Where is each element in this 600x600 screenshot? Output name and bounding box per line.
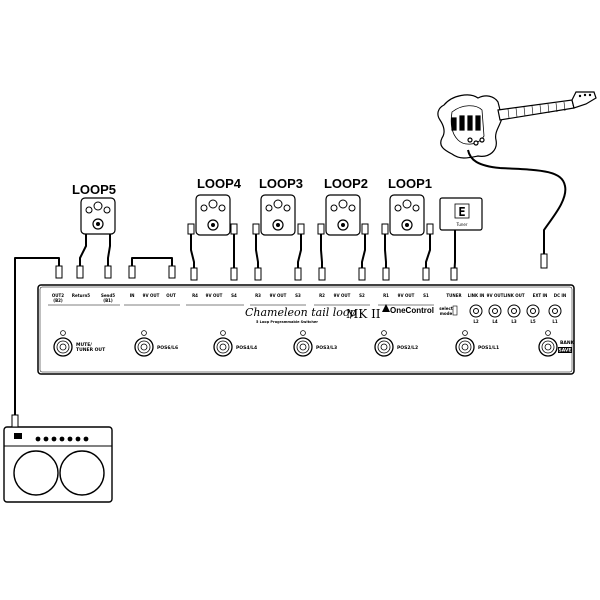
svg-text:LINK IN: LINK IN [468, 293, 485, 298]
footswitch-label-bank: BANK [560, 340, 575, 346]
svg-text:OneControl: OneControl [390, 306, 434, 315]
mode-select-label-2: mode [440, 311, 453, 316]
loop-title-2: LOOP2 [324, 176, 368, 191]
tuner-display: E [458, 205, 465, 219]
brand-subtitle: 5 Loop Programmable Switcher [256, 320, 318, 324]
svg-text:9V OUT: 9V OUT [334, 293, 351, 298]
footswitch-label-pos1: POS1/L1 [478, 345, 499, 351]
svg-text:DC IN: DC IN [554, 293, 566, 298]
footswitch-bank[interactable] [538, 337, 558, 357]
svg-text:Return5: Return5 [72, 293, 90, 298]
speaker-right [59, 450, 105, 496]
svg-text:R2: R2 [319, 293, 325, 298]
svg-text:9V OUT: 9V OUT [487, 293, 504, 298]
loop-title-4: LOOP4 [197, 176, 242, 191]
link-jacks [469, 304, 562, 318]
svg-text:S1: S1 [423, 293, 429, 298]
svg-text:L3: L3 [511, 319, 517, 324]
svg-text:R1: R1 [383, 293, 389, 298]
amp-knobs [35, 436, 89, 442]
svg-text:OUT2: OUT2 [52, 293, 64, 298]
svg-text:(B1): (B1) [103, 298, 113, 303]
footswitch-label-pos6: POS6/L6 [157, 345, 178, 351]
footswitch-label-mute-2: TUNER OUT [76, 347, 106, 353]
status-leds [60, 330, 551, 336]
effect-pedal-loop5 [80, 197, 116, 235]
effect-pedal-loop3 [260, 194, 296, 236]
electric-guitar-illustration [437, 91, 597, 159]
cable-plugs [11, 221, 548, 428]
footswitch-label-pos2: POS2/L2 [397, 345, 418, 351]
loop-titles: LOOP5 LOOP4 LOOP3 LOOP2 LOOP1 [72, 176, 432, 197]
amp-cable [14, 257, 60, 423]
footswitch-mute-tuner[interactable] [53, 337, 73, 357]
svg-text:L1: L1 [552, 319, 558, 324]
svg-text:R4: R4 [192, 293, 198, 298]
brand-model: MK II [346, 307, 381, 321]
loop-title-5: LOOP5 [72, 182, 116, 197]
tuner-pedal: E Tuner [439, 197, 483, 231]
svg-text:L4: L4 [492, 319, 498, 324]
svg-text:9V OUT: 9V OUT [206, 293, 223, 298]
jack-labels: OUT2 (B2) Return5 Send5 (B1) IN 9V OUT O… [52, 293, 566, 303]
footswitch-badge-save: SAVE [559, 348, 572, 354]
svg-text:TUNER: TUNER [446, 293, 461, 298]
svg-text:OUT: OUT [166, 293, 176, 298]
svg-text:Send5: Send5 [101, 293, 115, 298]
amplifier-illustration [3, 426, 113, 503]
svg-text:9V OUT: 9V OUT [270, 293, 287, 298]
guitar-cable [467, 149, 567, 262]
svg-text:S4: S4 [231, 293, 237, 298]
effect-pedal-loop1 [389, 194, 425, 236]
speaker-left [13, 450, 59, 496]
footswitch-pos1[interactable] [455, 337, 475, 357]
loop-title-1: LOOP1 [388, 176, 432, 191]
link-jack-labels: L2 L4 L3 L5 L1 [473, 319, 558, 324]
in-out-patch [131, 257, 173, 276]
loop-title-3: LOOP3 [259, 176, 303, 191]
footswitch-label-mute: MUTE/ [76, 342, 92, 348]
svg-text:R3: R3 [255, 293, 261, 298]
svg-text:EXT IN: EXT IN [533, 293, 548, 298]
save-badge [558, 347, 572, 353]
onecontrol-logo: OneControl [382, 304, 434, 315]
footswitch-pos2[interactable] [374, 337, 394, 357]
mode-select-switch [452, 305, 458, 316]
svg-text:IN: IN [130, 293, 135, 298]
loop-switcher-unit: OUT2 (B2) Return5 Send5 (B1) IN 9V OUT O… [37, 284, 575, 375]
svg-text:(B2): (B2) [53, 298, 63, 303]
svg-text:L5: L5 [530, 319, 536, 324]
footswitch-label-pos4: POS4/L4 [236, 345, 257, 351]
effect-pedal-loop2 [325, 194, 361, 236]
footswitch-pos4[interactable] [213, 337, 233, 357]
svg-text:9V OUT: 9V OUT [398, 293, 415, 298]
footswitches: MUTE/ TUNER OUT POS6/L6 POS4/L4 POS3/L3 [53, 337, 575, 357]
footswitch-label-pos3: POS3/L3 [316, 345, 337, 351]
brand-script: Chameleon tail loop [245, 306, 357, 319]
tuner-caption: Tuner [455, 222, 467, 227]
svg-text:S2: S2 [359, 293, 365, 298]
svg-text:L2: L2 [473, 319, 479, 324]
footswitch-pos6[interactable] [134, 337, 154, 357]
mode-select-label: select [439, 306, 453, 311]
effect-pedal-loop4 [195, 194, 231, 236]
svg-text:S3: S3 [295, 293, 301, 298]
footswitch-pos3[interactable] [293, 337, 313, 357]
svg-text:LINK OUT: LINK OUT [503, 293, 525, 298]
svg-text:9V OUT: 9V OUT [143, 293, 160, 298]
